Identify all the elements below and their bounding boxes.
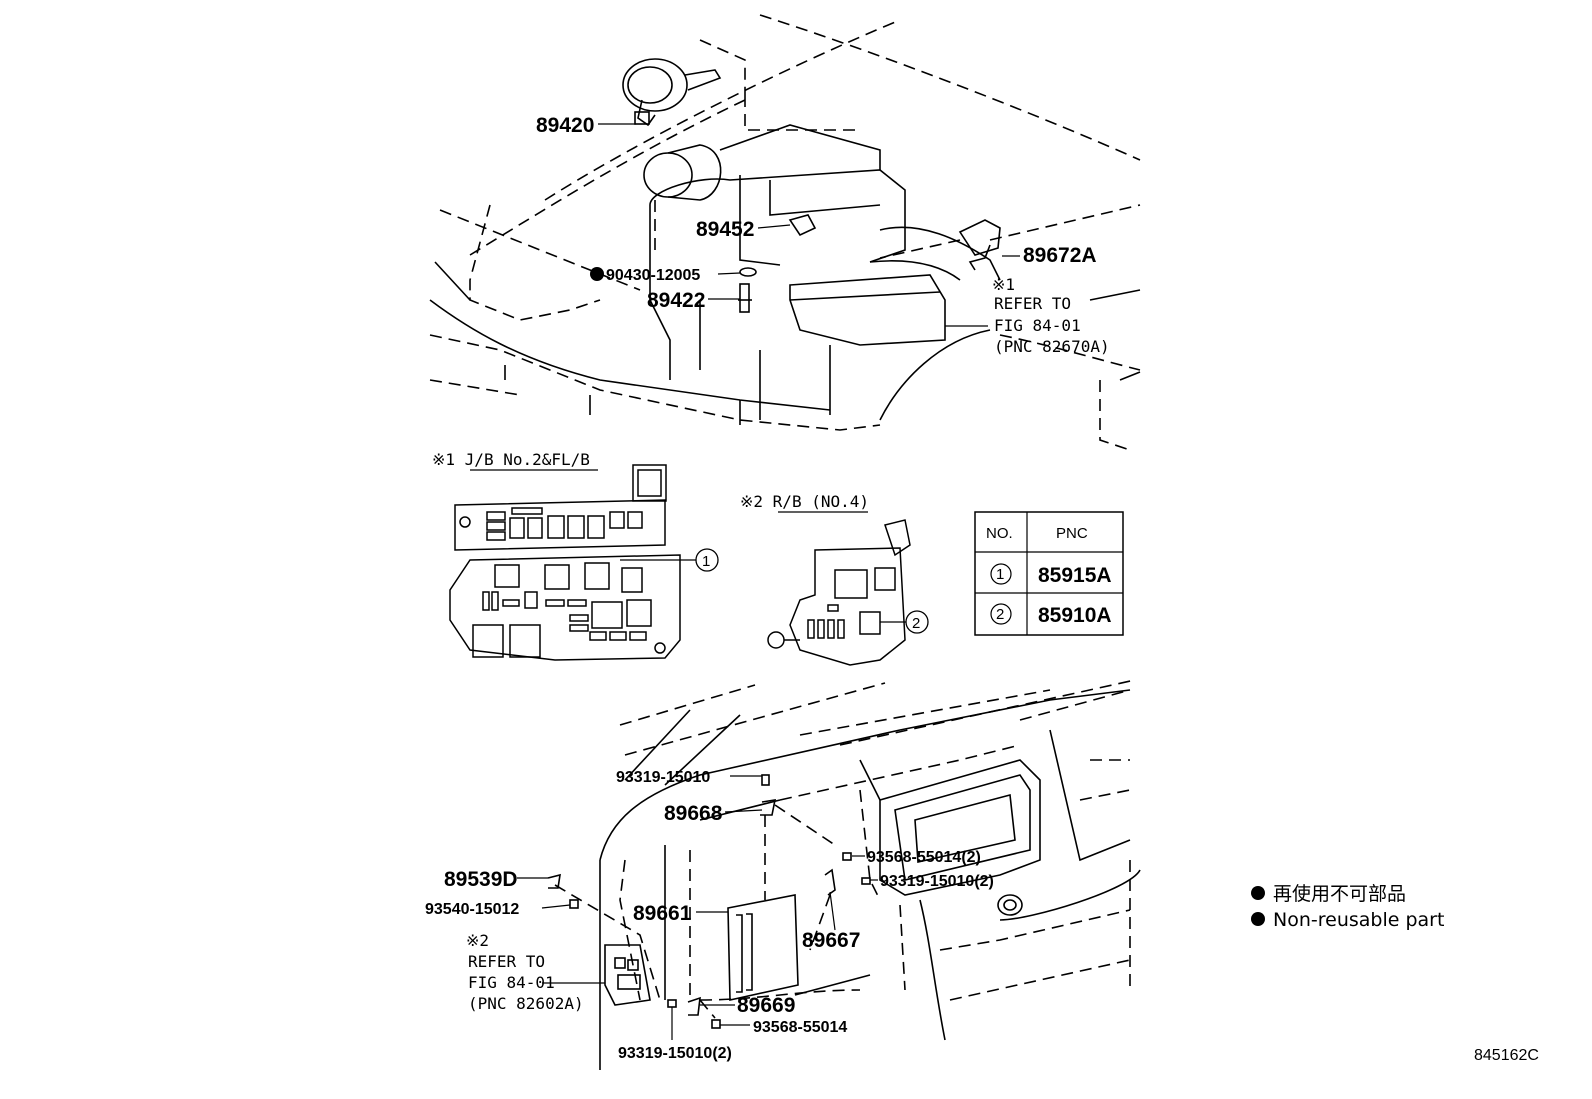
part-93319-15010-x2-bottom: 93319-15010(2) [618,1045,732,1062]
non-reusable-dot-icon [590,267,604,281]
pnc-table-header-pnc: PNC [1056,525,1088,542]
part-93319-15010: 93319-15010 [616,769,710,786]
legend: 再使用不可部品 Non-reusable part [1251,883,1444,931]
pnc-table: NO. PNC 1 85915A 2 85910A [974,511,1124,636]
part-90430-12005: 90430-12005 [606,267,700,284]
part-93540-15012: 93540-15012 [425,901,519,918]
ref1-line1: REFER TO [994,294,1071,313]
part-89420: 89420 [536,114,594,137]
legend-japanese: 再使用不可部品 [1273,883,1406,905]
part-93568-55014-x2: 93568-55014(2) [867,849,981,866]
part-89672A: 89672A [1023,244,1097,267]
legend-english: Non-reusable part [1273,909,1444,931]
part-89661: 89661 [633,902,692,925]
ref2-line2: FIG 84-01 [468,973,555,992]
pnc-table-row1-pnc: 85915A [1038,564,1112,587]
ref1-mark: ※1 [992,275,1015,294]
part-89422: 89422 [647,289,705,312]
part-89669: 89669 [737,994,795,1017]
part-93319-15010-x2-right: 93319-15010(2) [880,873,994,890]
dashboard-leaders [517,775,878,1040]
ref2-line3: (PNC 82602A) [468,994,584,1013]
dashboard-illustration [547,679,1141,1070]
pnc-table-row2-pnc: 85910A [1038,604,1112,627]
legend-dot-icon [1251,912,1265,926]
callout-2-icon [905,610,929,634]
part-89667: 89667 [802,929,860,952]
engine-leaders [598,123,1020,327]
part-89452: 89452 [696,218,754,241]
part-89539D: 89539D [444,868,518,891]
callout-1-icon [695,548,719,572]
relay-block-illustration [767,519,911,666]
ref2-mark: ※2 [466,931,489,950]
callout-1-number: 1 [702,553,710,570]
pnc-table-header-no: NO. [986,525,1013,542]
engine-bay-illustration [429,14,1141,451]
ref2-line1: REFER TO [468,952,545,971]
part-89668: 89668 [664,802,723,825]
callout-2-number: 2 [912,615,920,632]
figure-code: 845162C [1474,1047,1539,1064]
ref1-line3: (PNC 82670A) [994,337,1110,356]
ref1-line2: FIG 84-01 [994,316,1081,335]
legend-dot-icon [1251,886,1265,900]
rb-section-title: ※2 R/B (NO.4) [740,492,869,511]
pnc-table-row2-no: 2 [996,606,1004,623]
jb-section-title: ※1 J/B No.2&FL/B [432,450,590,469]
junction-block-illustration [449,464,681,661]
part-93568-55014: 93568-55014 [753,1019,847,1036]
pnc-table-row1-no: 1 [996,566,1004,583]
